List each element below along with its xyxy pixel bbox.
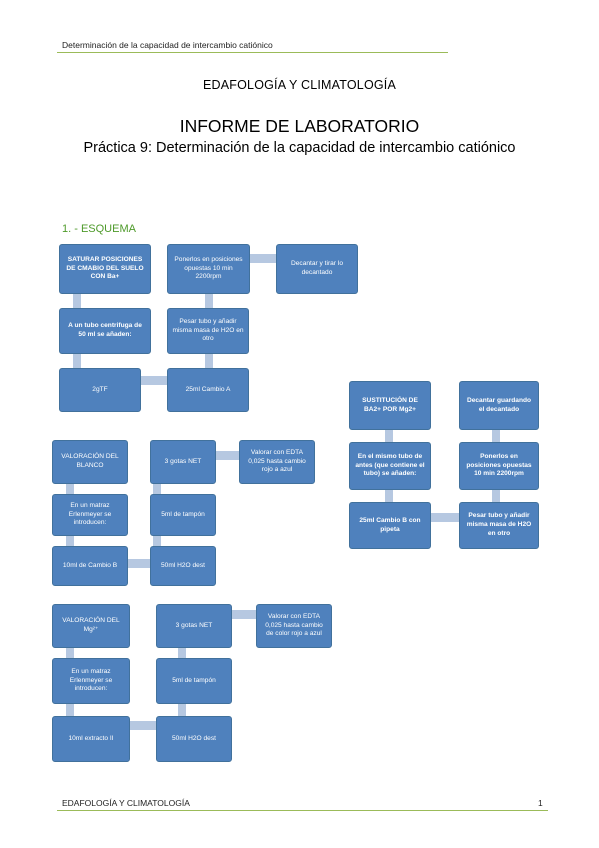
flow-step: En el mismo tubo de antes (que contiene … <box>349 442 431 490</box>
flow-step: 25ml Cambio A <box>167 368 249 412</box>
running-header: Determinación de la capacidad de interca… <box>62 40 273 50</box>
page-number: 1 <box>538 798 543 808</box>
footer-rule <box>57 810 548 811</box>
connector <box>73 354 81 368</box>
connector <box>492 490 500 502</box>
flow-step: 10ml extracto II <box>52 716 130 762</box>
flow-step: SUSTITUCIÓN DE BA2+ POR Mg2+ <box>349 381 431 430</box>
subject-title: EDAFOLOGÍA Y CLIMATOLOGÍA <box>202 78 397 92</box>
flow-step: 25ml Cambio B con pipeta <box>349 502 431 549</box>
connector <box>385 430 393 442</box>
flow-step: 50ml H2O dest <box>156 716 232 762</box>
flow-step: 50ml H2O dest <box>150 546 216 586</box>
connector <box>385 490 393 502</box>
flow-step: En un matraz Erlenmeyer se introducen: <box>52 494 128 536</box>
flow-step: Valorar con EDTA 0,025 hasta cambio de c… <box>256 604 332 648</box>
connector <box>128 559 150 568</box>
flow-step: Decantar guardando el decantado <box>459 381 539 430</box>
flow-step: 5ml de tampón <box>156 658 232 704</box>
flow-step: VALORACIÓN DEL Mg²⁺ <box>52 604 130 648</box>
connector <box>492 430 500 442</box>
footer-subject: EDAFOLOGÍA Y CLIMATOLOGÍA <box>62 798 190 808</box>
connector <box>66 648 74 658</box>
flow-step: 3 gotas NET <box>150 440 216 484</box>
connector <box>66 704 74 716</box>
section-heading: 1. - ESQUEMA <box>62 223 136 235</box>
flow-step: VALORACIÓN DEL BLANCO <box>52 440 128 484</box>
header-rule <box>57 52 448 53</box>
flow-step: 3 gotas NET <box>156 604 232 648</box>
flow-step: SATURAR POSICIONES DE CMABIO DEL SUELO C… <box>59 244 151 294</box>
report-title: INFORME DE LABORATORIO <box>179 116 420 136</box>
connector <box>141 376 167 385</box>
connector <box>205 354 213 368</box>
flow-step: A un tubo centrifuga de 50 ml se añaden: <box>59 308 151 354</box>
connector <box>216 451 239 460</box>
practice-title: Práctica 9: Determinación de la capacida… <box>83 140 516 156</box>
flow-step: 2gTF <box>59 368 141 412</box>
connector <box>431 513 459 522</box>
connector <box>232 610 256 619</box>
connector <box>153 484 161 494</box>
flow-step: En un matraz Erlenmeyer se introducen: <box>52 658 130 704</box>
connector <box>250 254 276 263</box>
connector <box>66 484 74 494</box>
flow-step: Pesar tubo y añadir misma masa de H2O en… <box>459 502 539 549</box>
connector <box>178 648 186 658</box>
connector <box>130 721 156 730</box>
flow-step: 5ml de tampón <box>150 494 216 536</box>
flow-step: 10ml de Cambio B <box>52 546 128 586</box>
connector <box>153 536 161 546</box>
flow-step: Pesar tubo y añadir misma masa de H2O en… <box>167 308 249 354</box>
flow-step: Ponerlos en posiciones opuestas 10 min 2… <box>167 244 250 294</box>
connector <box>178 704 186 716</box>
connector <box>66 536 74 546</box>
flow-step: Valorar con EDTA 0,025 hasta cambio rojo… <box>239 440 315 484</box>
connector <box>205 294 213 308</box>
flow-step: Decantar y tirar lo decantado <box>276 244 358 294</box>
flow-step: Ponerlos en posiciones opuestas 10 min 2… <box>459 442 539 490</box>
connector <box>73 294 81 308</box>
